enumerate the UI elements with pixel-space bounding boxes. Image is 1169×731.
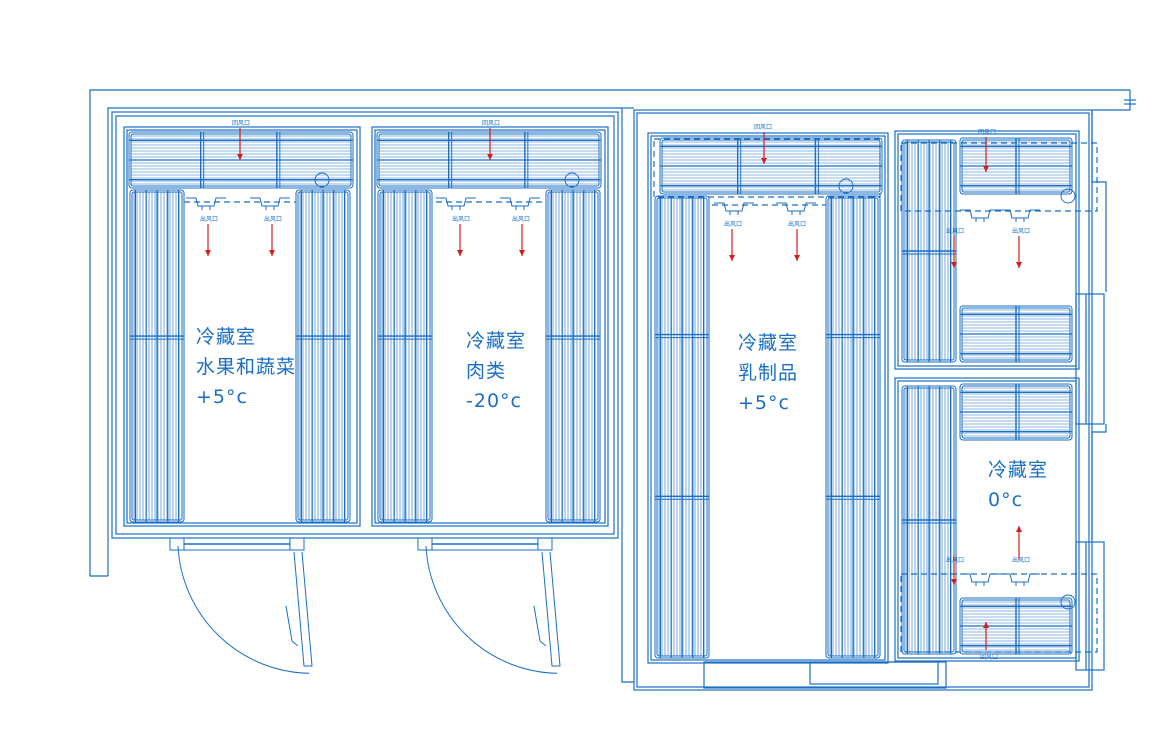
airflow-arrow (205, 224, 211, 256)
air-diffuser (186, 197, 226, 210)
door-swing (169, 537, 313, 674)
supply-air-label: 出风口 (946, 228, 965, 235)
shelf-rack (659, 137, 883, 195)
supply-air-label: 出风口 (452, 216, 471, 223)
shelf-rack (654, 195, 710, 659)
fan-icon (564, 172, 580, 188)
room-type-text: 冷藏室 (466, 330, 527, 352)
airflow-arrows (205, 128, 1022, 650)
room-type-text: 冷藏室 (738, 332, 799, 354)
airflow-arrow (237, 128, 243, 160)
shelf-rack (959, 383, 1073, 441)
room-content-text: 乳制品 (738, 362, 799, 384)
shelf-rack (959, 597, 1073, 655)
fan-icon (838, 178, 854, 194)
airflow-arrow (1016, 526, 1022, 560)
fan-icon (1060, 188, 1076, 204)
room-label-zero: 冷藏室 0°c (988, 455, 1048, 515)
airflow-arrow (729, 229, 735, 261)
supply-air-label: 出风口 (788, 221, 807, 228)
shelf-rack (377, 189, 433, 523)
room-type-text: 冷藏室 (196, 326, 257, 348)
fan-icon (1060, 594, 1076, 610)
shelf-rack (901, 385, 957, 655)
shelf-rack (128, 131, 354, 189)
supply-air-label: 出风口 (946, 557, 965, 564)
airflow-arrow (269, 224, 275, 256)
return-air-label: 回风口 (978, 129, 997, 136)
supply-air-label: 出风口 (200, 216, 219, 223)
room-temperature-text: -20°c (466, 390, 522, 412)
airflow-arrow (951, 236, 957, 268)
doors (169, 537, 561, 674)
room-label-produce: 冷藏室 水果和蔬菜 +5°c (196, 322, 296, 412)
shelf-rack (545, 189, 601, 523)
supply-air-label: 出风口 (724, 221, 743, 228)
air-diffuser (250, 197, 290, 210)
airflow-arrow (983, 137, 989, 172)
room-content-text: 水果和蔬菜 (196, 356, 297, 378)
supply-air-label: 出风口 (1012, 557, 1031, 564)
fan-icon (314, 172, 330, 188)
shelf-rack (901, 139, 957, 363)
airflow-arrow (761, 132, 767, 164)
airflow-arrow (951, 555, 957, 585)
airflow-arrow (794, 229, 800, 261)
airflow-arrow (487, 128, 493, 160)
room-temperature-text: 0°c (988, 489, 1024, 511)
return-air-label: 回风口 (232, 120, 251, 127)
return-air-label: 回风口 (482, 120, 501, 127)
return-air-label: 回风口 (754, 124, 773, 131)
door-swing (417, 537, 561, 674)
air-diffuser (960, 209, 1000, 222)
supply-air-label: 出风口 (1012, 228, 1031, 235)
room-temperature-text: +5°c (738, 392, 790, 414)
room-temperature-text: +5°c (196, 386, 248, 408)
shelf-rack (376, 131, 602, 189)
shelf-rack (959, 137, 1073, 195)
airflow-arrow (1016, 236, 1022, 268)
shelf-rack (825, 195, 881, 659)
room-label-meat: 冷藏室 肉类 -20°c (466, 326, 526, 416)
airflow-arrow (457, 224, 463, 256)
air-diffuser (960, 573, 1000, 586)
air-diffuser (776, 202, 816, 215)
return-air-label: 回风口 (980, 654, 999, 661)
supply-air-label: 出风口 (264, 216, 283, 223)
supply-air-label: 出风口 (512, 216, 531, 223)
shelf-rack (129, 189, 185, 523)
room-content-text: 肉类 (466, 360, 507, 382)
shelving-units (128, 131, 1076, 659)
air-diffuser (500, 197, 540, 210)
room-type-text: 冷藏室 (988, 459, 1049, 481)
air-diffuser (436, 197, 476, 210)
shelf-rack (295, 189, 351, 523)
airflow-arrow (983, 622, 989, 650)
shelf-rack (959, 305, 1073, 363)
air-diffuser (1000, 573, 1040, 586)
air-diffuser (1000, 209, 1040, 222)
room-label-dairy: 冷藏室 乳制品 +5°c (738, 328, 798, 418)
air-diffuser (714, 202, 754, 215)
airflow-arrow (519, 224, 525, 256)
